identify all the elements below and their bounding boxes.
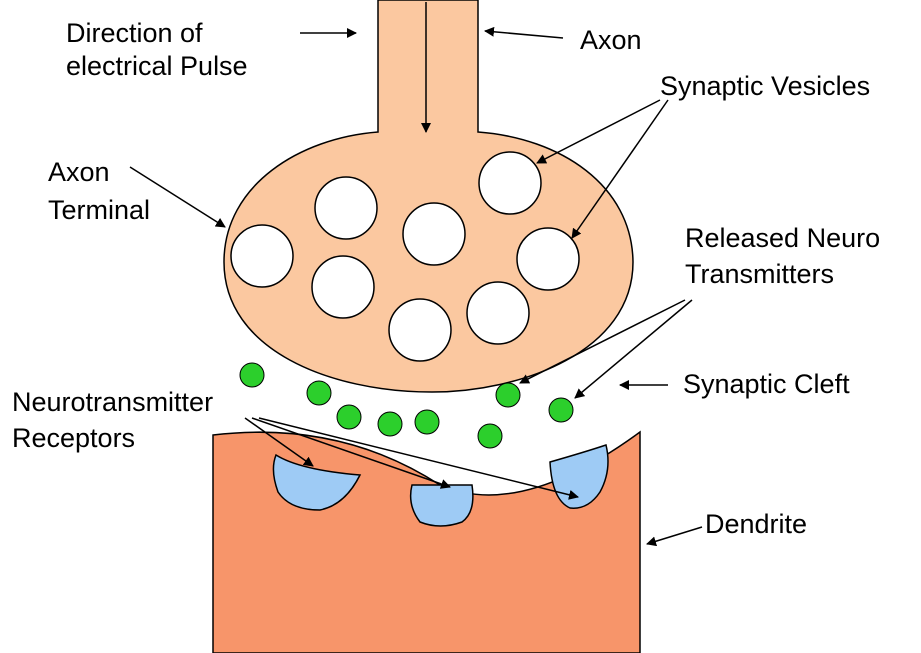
receptors-label-line1: Neurotransmitter [12,386,213,418]
axon-label: Axon [580,24,642,56]
synaptic-vesicle [312,256,374,318]
vesicle-pointer-arrow [537,100,660,163]
synaptic-vesicle [389,299,451,361]
dendrite-label: Dendrite [705,508,807,540]
direction-label-line1: Direction of [66,17,203,49]
receptors-label-line2: Receptors [12,422,135,454]
synaptic-vesicle [479,152,541,214]
neurotransmitter-particle [378,412,402,436]
neurotransmitter-receptor [411,485,473,526]
released-nt-label-line2: Transmitters [685,258,834,290]
neurotransmitter-particle [496,383,520,407]
synaptic-vesicles-label: Synaptic Vesicles [660,70,870,102]
direction-label-line2: electrical Pulse [66,50,248,82]
neurotransmitter-particle [307,381,331,405]
axon-terminal-label-line2: Terminal [48,194,150,226]
neurotransmitter-particle [415,410,439,434]
synaptic-vesicle [403,203,465,265]
synaptic-vesicle [231,225,293,287]
neurotransmitter-particle [549,398,573,422]
axon-terminal-label-line1: Axon [48,156,110,188]
axon-pointer-arrow [485,31,563,38]
neurotransmitter-particle [478,424,502,448]
dendrite-pointer-arrow [647,527,702,544]
neurotransmitter-particle [240,363,264,387]
synaptic-vesicle [467,282,529,344]
neurotransmitter-particle [337,405,361,429]
synaptic-vesicle [517,228,579,290]
synaptic-vesicle [315,177,377,239]
synaptic-cleft-label: Synaptic Cleft [683,368,850,400]
released-nt-label-line1: Released Neuro [685,222,880,254]
